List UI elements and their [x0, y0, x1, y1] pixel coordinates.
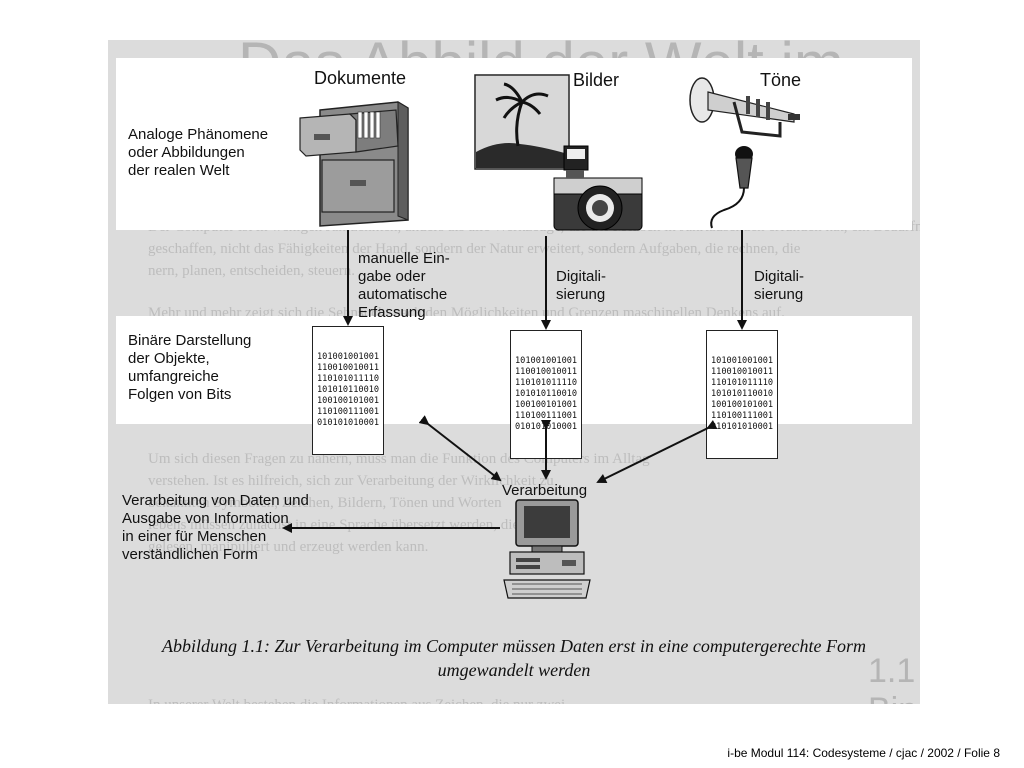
bleed-body-text: In unserer Welt bestehen die Information… — [148, 694, 565, 704]
filing-cabinet-icon — [299, 101, 409, 227]
microphone-icon — [710, 146, 753, 229]
scanned-book-page: Das Abbild der Welt im Computer 1 1.1 Bi… — [108, 40, 920, 704]
bleed-body-text: nern, planen, entscheiden, steuern. — [148, 263, 356, 279]
computer-icon — [503, 499, 591, 599]
slide-footer: i-be Modul 114: Codesysteme / cjac / 200… — [727, 746, 1000, 760]
figure-caption: Abbildung 1.1: Zur Verarbeitung im Compu… — [161, 636, 867, 680]
island-picture-icon — [474, 74, 570, 170]
label-manual-entry: manuelle Ein- gabe oder automatische Erf… — [358, 250, 450, 321]
camera-icon — [553, 145, 643, 231]
header-documents: Dokumente — [314, 68, 407, 88]
diagram-arrows — [282, 230, 747, 533]
label-digitize-sounds: Digitali- sierung — [754, 268, 805, 303]
header-images: Bilder — [573, 70, 620, 90]
label-processing: Verarbeitung — [502, 482, 588, 499]
arrow-bits-to-computer-a — [418, 415, 502, 482]
bleed-body-text: bekannten Symbolen, Zeichen, Bildern, Tö… — [148, 495, 502, 511]
bleed-body-text: geschaffen, nicht das Fähigkeiten der Ha… — [148, 241, 801, 257]
analog-label: Analoge Phänomene oder Abbildungen der r… — [128, 126, 269, 179]
bleed-section-heading: 1.1 Binäre Daten — [868, 652, 920, 704]
label-digitize-images: Digitali- sierung — [556, 268, 607, 303]
arrow-bits-to-computer-c — [596, 419, 718, 483]
trumpet-icon — [689, 77, 800, 138]
header-sounds: Töne — [760, 70, 802, 90]
bleed-body-text: gelesen, manipuliert und erzeugt werden … — [148, 539, 429, 555]
processing-label: Verarbeitung von Daten und Ausgabe von I… — [122, 492, 309, 563]
binary-label: Binäre Darstellung der Objekte, umfangre… — [128, 332, 252, 403]
